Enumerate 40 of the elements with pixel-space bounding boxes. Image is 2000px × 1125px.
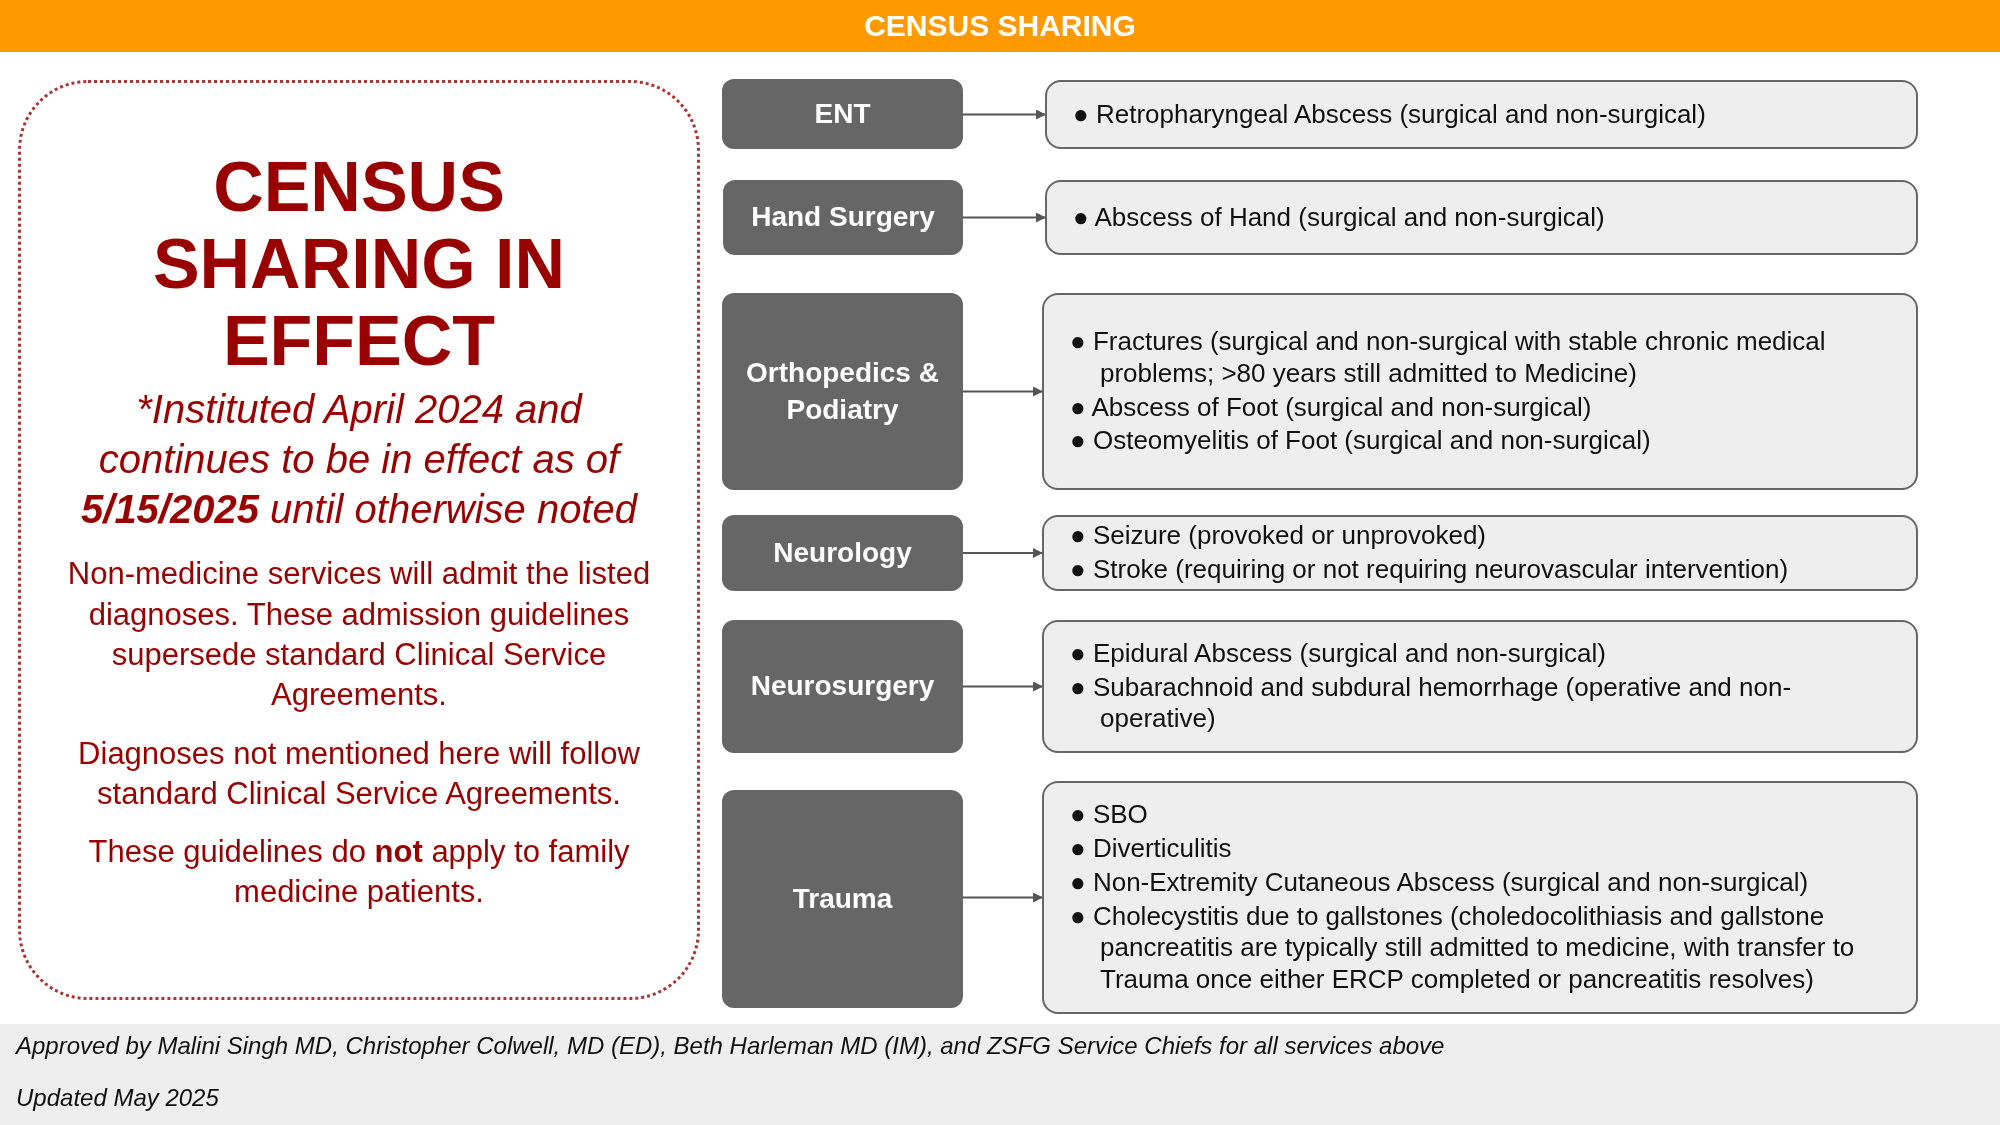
service-box: Trauma [722, 790, 963, 1008]
notice-heading: CENSUS SHARING IN EFFECT [151, 149, 567, 381]
diagnosis-item: ● Abscess of Foot (surgical and non-surgical) [1070, 391, 1593, 424]
service-box: Orthopedics & Podiatry [722, 293, 963, 490]
diagnosis-item: ● Cholecystitis due to gallstones (choledocolithiasis and gallstone pancreatitis are typically still admitted to medicine, with transfer to Trauma once either ERCP completed or pancreatitis resolves) [1070, 900, 1856, 996]
service-box: Neurosurgery [722, 620, 963, 753]
update-note: Updated May 2025 [16, 1084, 219, 1112]
diagnosis-item: ● Epidural Abscess (surgical and non-surgical) [1070, 637, 1607, 670]
diagnosis-list-box [1042, 293, 1918, 490]
diagnosis-item: ● Fractures (surgical and non-surgical with stable chronic medical problems; >80 years still admitted to Medicine) [1070, 326, 1827, 390]
arrow [962, 109, 1046, 120]
diagnosis-item: ● Non-Extremity Cutaneous Abscess (surgical and non-surgical) [1070, 866, 1810, 899]
effective-date-note: *Instituted April 2024 and continues to be in effect as of 5/15/2025 until otherwise noted [80, 386, 639, 534]
notice-paragraph: These guidelines do not apply to family medicine patients. [87, 833, 631, 912]
diagnosis-item: ● Diverticulitis [1070, 833, 1233, 865]
arrow [962, 212, 1046, 223]
diagnosis-item: ● Retropharyngeal Abscess (surgical and non-surgical) [1073, 98, 1707, 131]
service-box: Neurology [722, 515, 963, 591]
arrow [962, 386, 1043, 397]
diagnosis-item: ● SBO [1070, 799, 1149, 832]
notice-panel [18, 80, 700, 1000]
notice-paragraph: Non-medicine services will admit the listed diagnoses. These admission guidelines supersede standard Clinical Service Agreements. [66, 555, 652, 715]
diagnosis-item: ● Subarachnoid and subdural hemorrhage (operative and non-operative) [1070, 671, 1793, 736]
arrow [962, 681, 1043, 692]
arrow [962, 548, 1043, 558]
diagnosis-list-box [1045, 80, 1918, 149]
service-box: Hand Surgery [723, 180, 963, 255]
header-title: CENSUS SHARING [864, 9, 1136, 43]
notice-paragraph: Diagnoses not mentioned here will follow standard Clinical Service Agreements. [77, 734, 641, 813]
service-box: ENT [722, 79, 963, 149]
diagnosis-list-box [1042, 781, 1918, 1014]
approval-note: Approved by Malini Singh MD, Christopher Colwell, MD (ED), Beth Harleman MD (IM), and ZSFG Service Chiefs for all services above [16, 1032, 1445, 1060]
diagnosis-item: ● Abscess of Hand (surgical and non-surgical) [1073, 201, 1606, 234]
diagnosis-item: ● Stroke (requiring or not requiring neurovascular intervention) [1070, 554, 1790, 586]
diagnosis-item: ● Osteomyelitis of Foot (surgical and non-surgical) [1070, 425, 1652, 457]
diagnosis-item: ● Seizure (provoked or unprovoked) [1070, 520, 1488, 552]
diagnosis-list-box [1045, 180, 1918, 255]
diagnosis-list-box [1042, 620, 1918, 753]
diagnosis-list-box [1042, 515, 1918, 591]
arrow [962, 892, 1043, 903]
